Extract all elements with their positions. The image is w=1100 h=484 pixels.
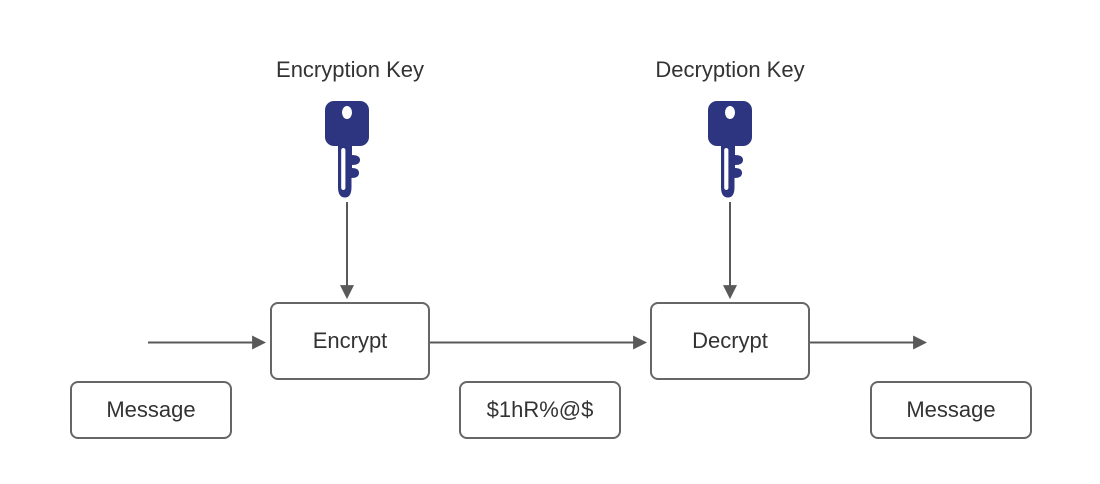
decryption-key-label: Decryption Key — [655, 57, 805, 82]
message-input-label: Message — [106, 397, 196, 422]
encryption-key-icon — [325, 101, 369, 198]
message-output-label: Message — [906, 397, 996, 422]
encrypt-label: Encrypt — [312, 328, 388, 353]
message-input-box: Message — [70, 381, 232, 439]
encryption-key-label: Encryption Key — [276, 57, 424, 82]
decrypt-label: Decrypt — [692, 328, 768, 353]
encrypt-box: Encrypt — [270, 302, 430, 380]
ciphertext-box: $1hR%@$ — [459, 381, 621, 439]
decrypt-box: Decrypt — [650, 302, 810, 380]
ciphertext-label: $1hR%@$ — [486, 397, 594, 422]
message-output-box: Message — [870, 381, 1032, 439]
decryption-key-icon — [708, 101, 752, 198]
